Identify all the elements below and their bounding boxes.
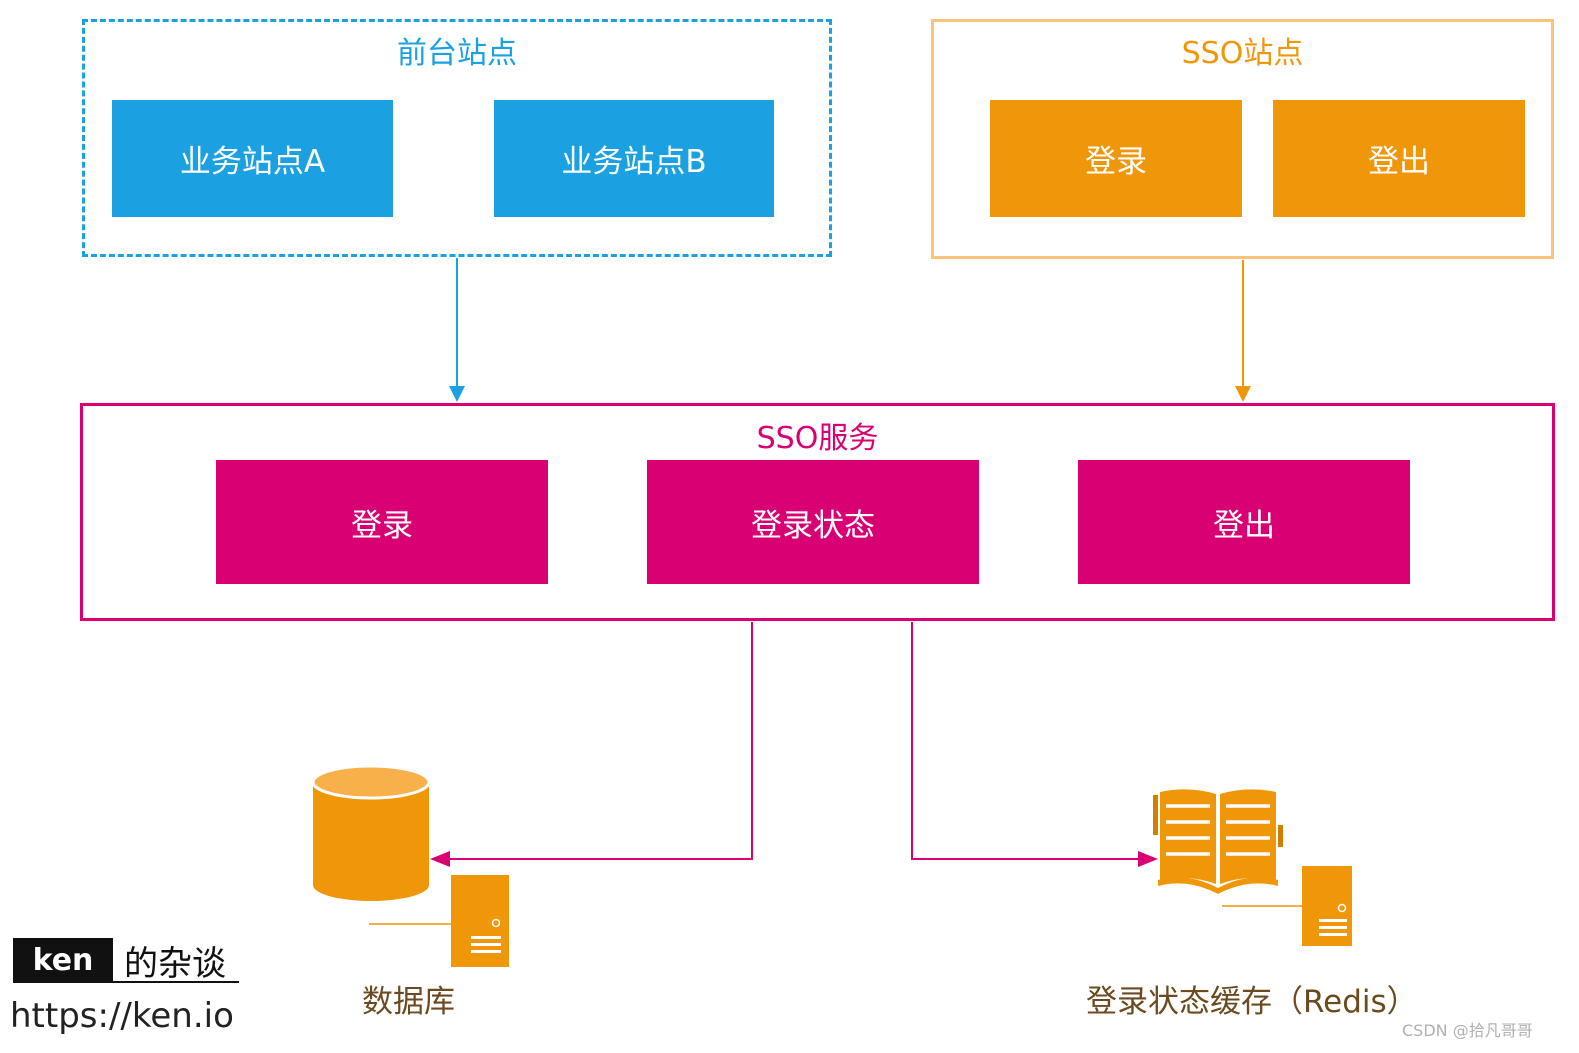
sso-site-login: 登录 [990, 100, 1242, 217]
sso-service-group [80, 403, 1555, 621]
sso-site-to-service-arrow [1235, 260, 1251, 402]
cache-caption: 登录状态缓存（Redis） [1086, 984, 1418, 1020]
frontend-site-title: 前台站点 [397, 36, 517, 71]
sso-service-title: SSO服务 [756, 421, 879, 456]
sso-site-group [931, 19, 1554, 259]
logo-tagline: 的杂谈 [124, 944, 226, 984]
sso-service-logout: 登出 [1078, 460, 1410, 584]
database-icon [311, 764, 431, 901]
cache-book-icon [1153, 789, 1283, 894]
site-url: https://ken.io [10, 996, 234, 1036]
db-server-icon [369, 875, 509, 967]
frontend-site-group [82, 19, 832, 257]
service-to-cache-arrow [911, 622, 1158, 867]
logo-underline [13, 981, 239, 983]
sso-site-title: SSO站点 [1181, 36, 1304, 71]
business-site-b: 业务站点B [494, 100, 774, 217]
sso-site-logout: 登出 [1273, 100, 1525, 217]
database-caption: 数据库 [362, 984, 455, 1020]
sso-service-login-state: 登录状态 [647, 460, 979, 584]
cache-server-icon [1222, 866, 1352, 946]
ken-logo: ken [13, 938, 113, 982]
frontend-to-service-arrow [449, 258, 465, 402]
sso-service-login: 登录 [216, 460, 548, 584]
watermark: CSDN @拾凡哥哥 [1402, 1021, 1533, 1040]
business-site-a: 业务站点A [112, 100, 393, 217]
service-to-database-arrow [430, 622, 753, 867]
